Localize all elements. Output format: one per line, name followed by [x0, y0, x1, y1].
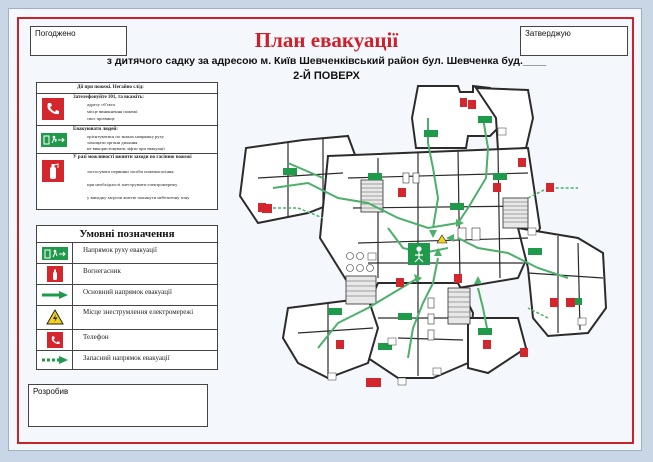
instruction-section-call: Зателефонуйте 101, та вкажіть: адресу об…	[37, 93, 217, 125]
approved-label: Затверджую	[525, 29, 571, 38]
legend-label: Напрямок руху евакуації	[83, 246, 157, 254]
floor-label: 2-Й ПОВЕРХ	[293, 70, 360, 82]
exit-sign-glyph	[414, 246, 424, 263]
instruction-section-evacuate: Евакуювати людей: орієнтуватися по знака…	[37, 125, 217, 153]
author-label: Розробив	[33, 387, 69, 396]
plan-address: з дитячого садку за адресою м. Київ Шевч…	[106, 55, 547, 67]
electric-shutdown-marker	[436, 234, 448, 244]
spare-route-arrow-icon	[42, 356, 68, 364]
instructions-heading: Дії при пожежі. Негайно слід:	[77, 85, 144, 90]
instruction-item: захищати органи дихання	[87, 140, 138, 145]
instruction-section-extinguish: У разі можливості вжиити заходи по гасін…	[37, 153, 217, 210]
fire-extinguisher-markers	[258, 100, 558, 387]
legend-panel: Умовні позначення Напрямок руху евакуаці…	[36, 225, 218, 370]
instruction-item: місце виникнення пожежі	[87, 109, 138, 114]
instruction-item: своє прізвище	[87, 116, 115, 121]
legend-label: Телефон	[83, 333, 109, 341]
agreed-box: Погоджено	[30, 26, 127, 56]
direction-arrows	[414, 219, 482, 284]
building-walls	[238, 84, 608, 380]
legend-item: Телефон	[37, 329, 217, 350]
plan-title: План евакуації	[254, 28, 399, 52]
legend-item: Основний напрямок евакуації	[37, 284, 217, 305]
approved-box: Затверджую	[520, 26, 628, 56]
instruction-item: застосувати первинні засоби пожежогасінн…	[87, 169, 174, 174]
instruction-item: адресу об'єкта	[87, 102, 115, 107]
main-route-arrow-icon	[42, 291, 68, 299]
phone-icon	[42, 98, 64, 120]
instructions-panel: Дії при пожежі. Негайно слід: Зателефону…	[36, 82, 218, 210]
legend-label: Запасний напрямок евакуації	[83, 354, 170, 362]
exit-icon	[41, 133, 67, 147]
room-number-tags	[327, 127, 587, 386]
extinguisher-icon	[42, 160, 64, 182]
instruction-lead: Зателефонуйте 101, та вкажіть:	[73, 95, 144, 100]
legend-item: Вогнегасник	[37, 263, 217, 284]
red-border-frame	[17, 17, 634, 444]
floor-plan	[238, 84, 608, 387]
telephone-icon	[47, 332, 63, 348]
stair-steps	[346, 183, 528, 318]
instruction-lead: Евакуювати людей:	[73, 127, 118, 132]
instruction-item: у випадку загрози життю покинути небезпе…	[87, 195, 190, 200]
legend-label: Основний напрямок евакуації	[83, 288, 172, 296]
fire-extinguisher-icon	[47, 266, 63, 282]
legend-item: Місце знеструмлення електромережі	[37, 305, 217, 329]
author-box: Розробив	[28, 384, 208, 427]
legend-label: Вогнегасник	[83, 267, 121, 275]
legend-item: Напрямок руху евакуації	[37, 242, 217, 263]
instruction-item: при необхідності знеструмити електромере…	[87, 182, 178, 187]
electric-shutdown-icon	[46, 309, 64, 325]
instruction-item: орієнтуватися по знаках напрямку руху	[87, 134, 164, 139]
telephone-markers	[262, 98, 575, 387]
legend-title: Умовні позначення	[79, 228, 175, 240]
evacuation-direction-icon	[42, 247, 68, 260]
legend-item: Запасний напрямок евакуації	[37, 350, 217, 370]
legend-label: Місце знеструмлення електромережі	[83, 308, 194, 316]
instruction-item: не використовувати ліфти при евакуації	[87, 146, 165, 151]
agreed-label: Погоджено	[35, 29, 76, 38]
evacuation-routes	[272, 117, 569, 359]
sanitary-fixtures	[346, 172, 481, 341]
instruction-lead: У разі можливості вжиити заходи по гасін…	[73, 155, 192, 160]
